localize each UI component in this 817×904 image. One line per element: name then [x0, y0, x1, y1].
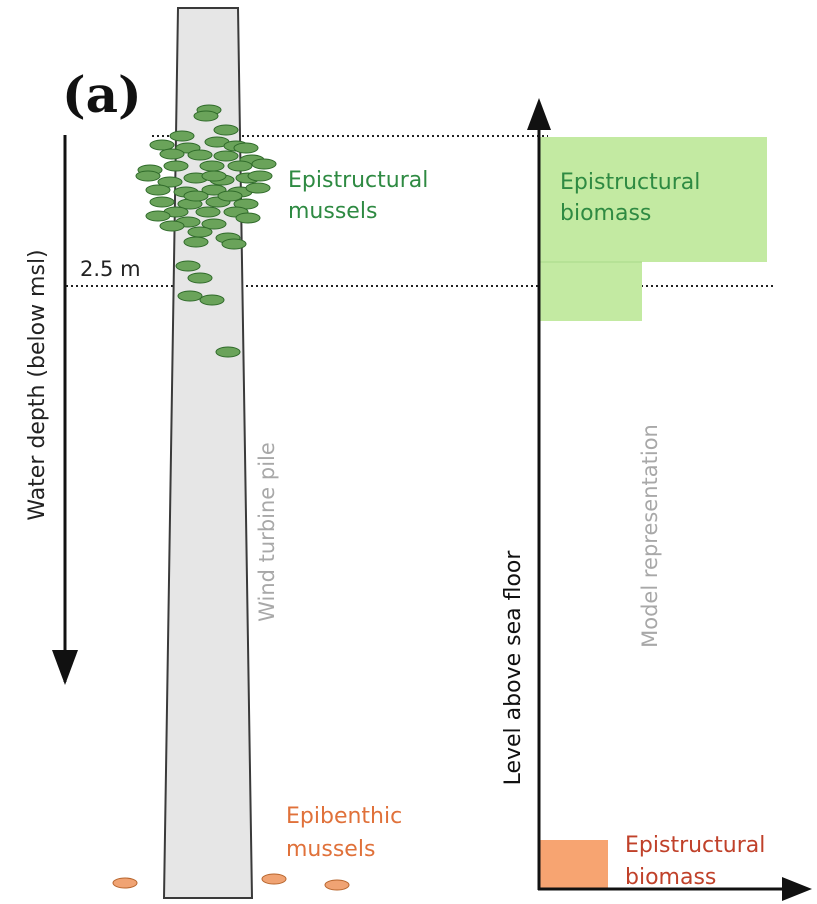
epibenthic-mussels-label: Epibenthic mussels: [286, 804, 409, 862]
epistructural-mussel: [187, 272, 213, 284]
epistructural-mussel: [183, 236, 209, 248]
depth-marker-label: 2.5 m: [80, 257, 141, 281]
epibenthic-mussel-cluster: [112, 873, 350, 891]
epistructural-mussel: [177, 290, 203, 302]
epibenthic-mussels-line-1: Epibenthic: [286, 804, 402, 829]
epistructural-mussel: [163, 160, 189, 172]
epistructural-mussel: [215, 346, 241, 358]
epistructural-mussel: [217, 190, 243, 202]
epistructural-mussel: [157, 176, 183, 188]
epistructural-mussel: [169, 130, 195, 142]
bottom-biomass-label: Epistructural biomass: [625, 833, 772, 890]
model-representation-label: Model representation: [638, 424, 662, 648]
epistructural-biomass-block: [540, 137, 767, 262]
depth-axis-label: Water depth (below msl): [25, 249, 50, 520]
level-arrow-head: [527, 98, 551, 130]
epistructural-mussel: [251, 158, 277, 170]
epibenthic-mussels-line-2: mussels: [286, 837, 375, 862]
horizontal-arrow-head: [782, 877, 812, 901]
bottom-biomass-line-2: biomass: [625, 865, 716, 890]
epistructural-mussel: [213, 124, 239, 136]
epistructural-mussel: [149, 196, 175, 208]
epistructural-mussel: [233, 142, 259, 154]
epistructural-mussel: [175, 260, 201, 272]
epistructural-mussel: [193, 110, 219, 122]
epistructural-mussel: [199, 294, 225, 306]
level-axis-label: Level above sea floor: [501, 550, 526, 786]
bottom-biomass-block: [540, 840, 608, 889]
bottom-biomass-line-1: Epistructural: [625, 833, 765, 858]
epistructural-mussel: [227, 160, 253, 172]
epistructural-mussel: [187, 149, 213, 161]
epibenthic-mussel: [261, 873, 287, 885]
top-biomass-line-2: biomass: [560, 201, 651, 226]
epistructural-mussel: [245, 182, 271, 194]
epistructural-mussels-line-1: Epistructural: [288, 168, 428, 193]
epistructural-mussel: [247, 170, 273, 182]
epistructural-mussel: [201, 218, 227, 230]
epibenthic-mussel: [324, 879, 350, 891]
depth-arrow-head: [52, 650, 78, 685]
top-biomass-line-1: Epistructural: [560, 170, 700, 195]
epistructural-mussel: [187, 226, 213, 238]
epibenthic-mussel: [112, 877, 138, 889]
panel-label: (a): [62, 65, 142, 124]
epistructural-mussel: [213, 150, 239, 162]
epistructural-mussel: [201, 170, 227, 182]
epistructural-mussel: [235, 212, 261, 224]
epistructural-mussel: [159, 220, 185, 232]
top-biomass-label: Epistructural biomass: [560, 170, 707, 226]
epistructural-mussel-cluster: [135, 104, 277, 358]
epistructural-mussel: [159, 148, 185, 160]
epistructural-mussel: [183, 190, 209, 202]
epistructural-biomass-step: [540, 262, 642, 321]
pile-label: Wind turbine pile: [255, 442, 279, 622]
epistructural-mussels-line-2: mussels: [288, 199, 377, 224]
epistructural-mussel: [145, 210, 171, 222]
epistructural-mussels-label: Epistructural mussels: [288, 168, 435, 224]
wind-turbine-pile: [162, 7, 254, 899]
epistructural-mussel: [135, 170, 161, 182]
epistructural-mussel: [195, 206, 221, 218]
epistructural-mussel: [201, 184, 227, 196]
epistructural-mussel: [199, 160, 225, 172]
epistructural-mussel: [145, 184, 171, 196]
epistructural-mussel: [221, 238, 247, 250]
epistructural-mussel: [149, 139, 175, 151]
